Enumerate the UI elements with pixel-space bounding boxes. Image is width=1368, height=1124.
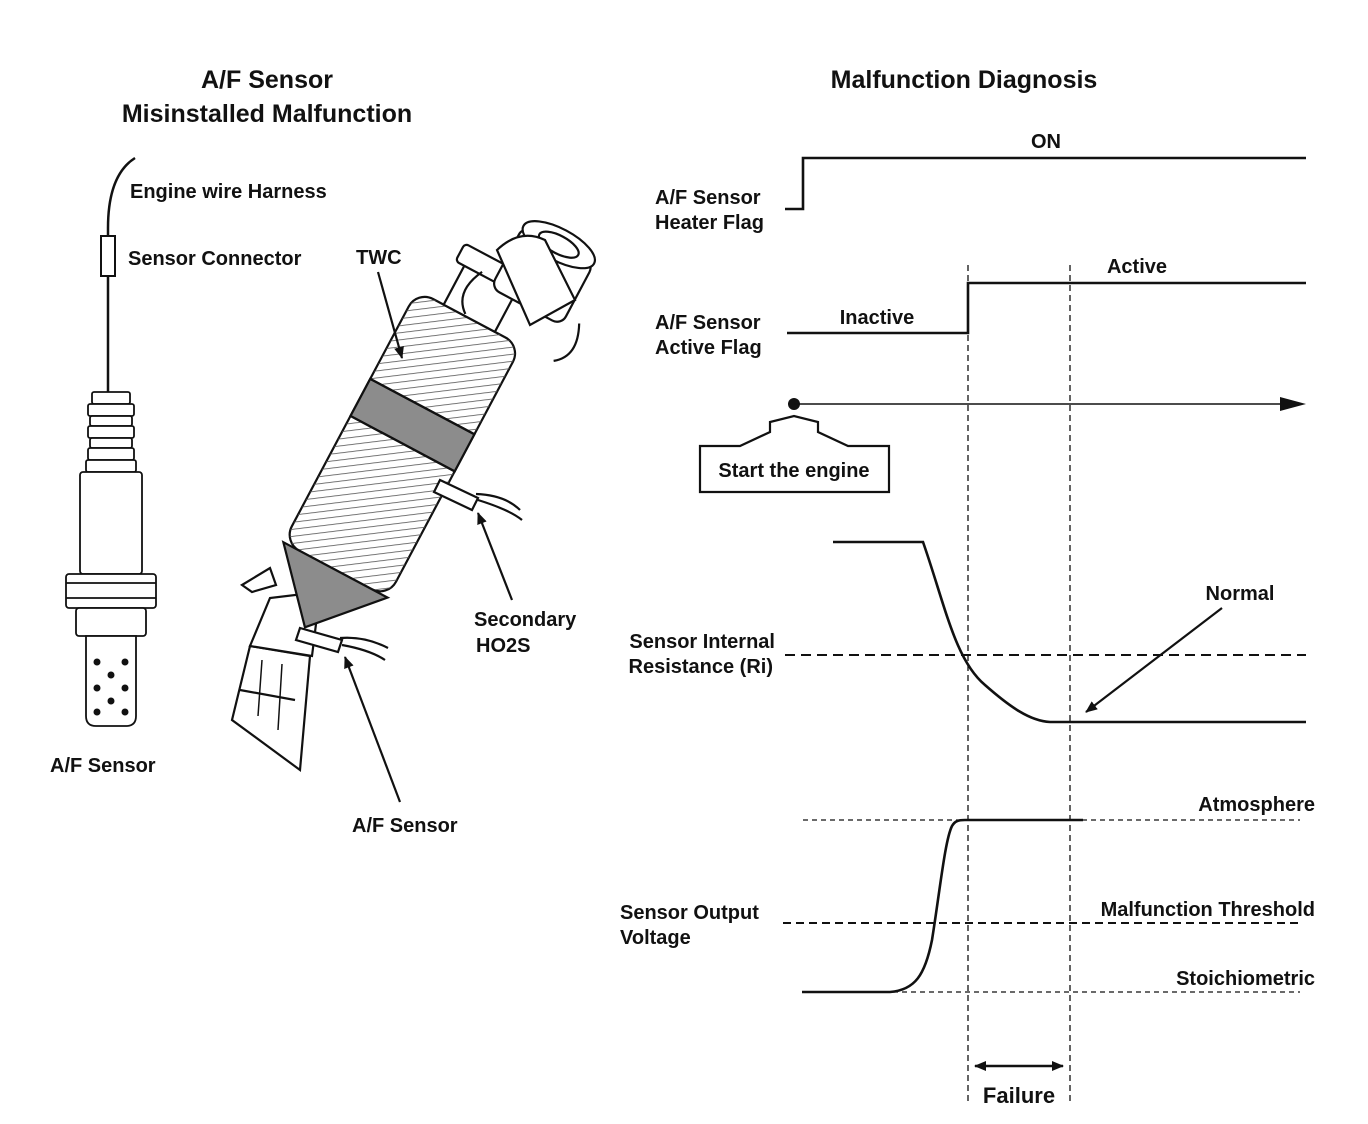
secondary-label-line2: HO2S (476, 635, 530, 657)
heater-on-label: ON (1031, 131, 1061, 153)
inactive-label: Inactive (840, 307, 914, 329)
af-sensor-arrow (343, 656, 402, 803)
heater-label-line1: A/F Sensor (655, 187, 761, 209)
atmosphere-label: Atmosphere (1198, 794, 1315, 816)
resistance-curve (833, 540, 1306, 724)
secondary-label-line1: Secondary (474, 609, 577, 631)
heater-flag-signal (785, 156, 1306, 211)
failure-label: Failure (983, 1083, 1055, 1108)
right-title: Malfunction Diagnosis (831, 66, 1098, 94)
secondary-ho2s-arrow (476, 512, 514, 601)
voltage-label-line1: Sensor Output (620, 902, 759, 924)
active-label-line2: Active Flag (655, 337, 762, 359)
active-state-label: Active (1107, 256, 1167, 278)
start-engine-callout (698, 414, 891, 494)
time-arrowhead (1280, 397, 1306, 411)
af-sensor-icon (65, 391, 157, 727)
engine-wire-harness (106, 156, 136, 229)
active-flag-signal (787, 281, 1306, 335)
twc-arrow (376, 271, 404, 359)
start-engine-label: Start the engine (718, 460, 869, 482)
sensor-connector-icon (100, 235, 116, 277)
af-sensor-left-label: A/F Sensor (50, 755, 156, 777)
twc-label: TWC (356, 247, 402, 269)
voltage-curve (802, 818, 1083, 994)
left-title-line2: Misinstalled Malfunction (122, 100, 412, 128)
twc-converter-icon (230, 220, 596, 773)
resistance-label-line2: Resistance (Ri) (629, 656, 774, 678)
sensor-connector-label: Sensor Connector (128, 248, 302, 270)
engine-harness-label: Engine wire Harness (130, 181, 327, 203)
voltage-label-line2: Voltage (620, 927, 691, 949)
stoichiometric-label: Stoichiometric (1176, 968, 1315, 990)
active-label-line1: A/F Sensor (655, 312, 761, 334)
af-sensor-bottom-label: A/F Sensor (352, 815, 458, 837)
timing-diagram: Malfunction Diagnosis A/F Sensor Heater … (620, 66, 1315, 1108)
left-title-line1: A/F Sensor (201, 66, 333, 94)
normal-label: Normal (1206, 583, 1275, 605)
left-panel: A/F Sensor Misinstalled Malfunction Engi… (50, 66, 596, 837)
malfunction-threshold-label: Malfunction Threshold (1101, 899, 1315, 921)
heater-label-line2: Heater Flag (655, 212, 764, 234)
resistance-label-line1: Sensor Internal (629, 631, 775, 653)
normal-arrow (1085, 607, 1223, 713)
